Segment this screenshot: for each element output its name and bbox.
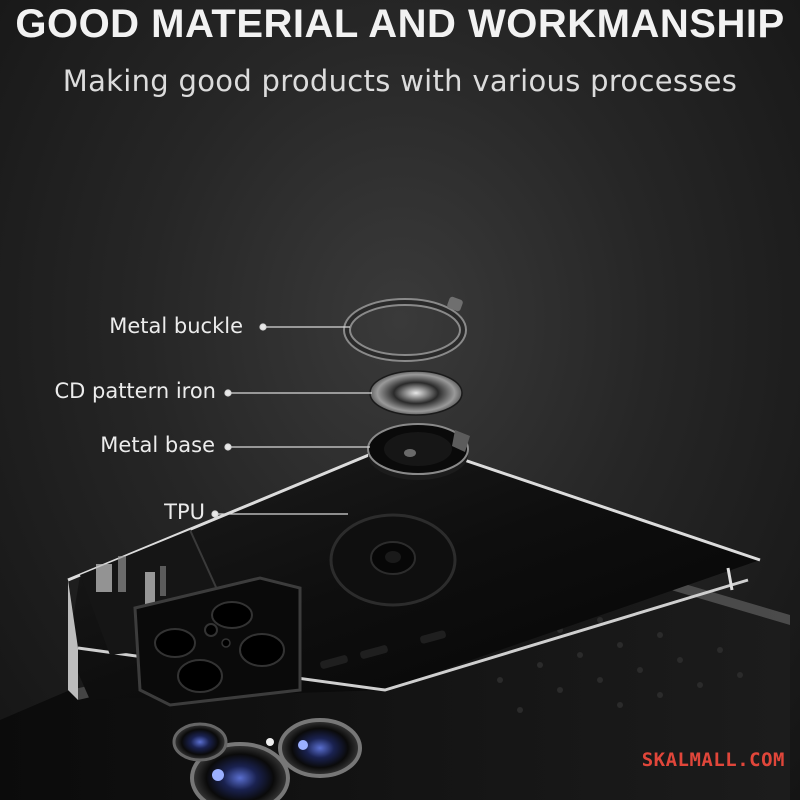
callout-tpu: TPU (164, 500, 205, 524)
ring-holder-mount (329, 513, 457, 607)
leader-dot-base (224, 443, 232, 451)
leader-dot-buckle (259, 323, 267, 331)
leader-dot-cd (224, 389, 232, 397)
callout-metal-buckle: Metal buckle (109, 314, 243, 338)
metal-base-plate (367, 423, 470, 480)
metal-buckle-ring (343, 296, 467, 362)
callout-cd-pattern-iron: CD pattern iron (54, 379, 216, 403)
cd-pattern-disc (369, 370, 463, 416)
callout-metal-base: Metal base (100, 433, 215, 457)
case-camera-cutout (133, 576, 302, 707)
leader-dot-tpu (211, 510, 219, 518)
phone-camera-module (172, 718, 362, 800)
watermark: SKALMALL.COM (641, 749, 785, 771)
page-title: GOOD MATERIAL AND WORKMANSHIP (15, 2, 785, 46)
page-subtitle: Making good products with various proces… (62, 64, 738, 98)
callout-leader-lines (211, 323, 372, 518)
phone-pattern (497, 617, 743, 713)
